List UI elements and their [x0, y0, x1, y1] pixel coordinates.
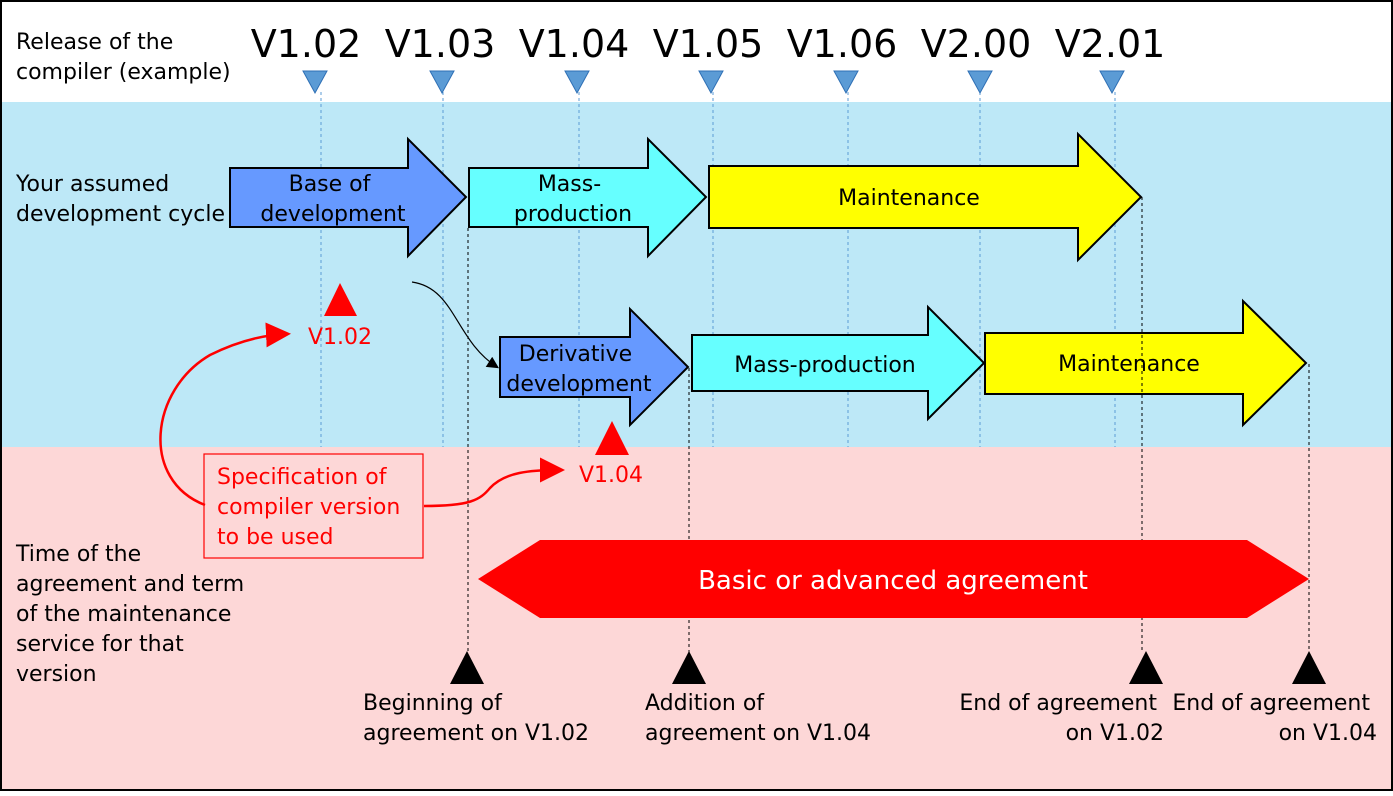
version-label: V1.05	[653, 22, 764, 66]
milestone-marker	[1129, 651, 1163, 684]
spec-box	[203, 453, 424, 559]
milestone-label-addition: Addition of agreement on V1.04	[645, 691, 871, 746]
release-marker	[698, 70, 724, 95]
mass-production-label: Mass- production	[514, 172, 632, 227]
release-marker	[833, 70, 859, 95]
derivative-mass-production-arrow	[691, 304, 986, 422]
milestone-label-end-v102: End of agreement on V1.02	[959, 691, 1164, 746]
derivative-development-arrow	[499, 306, 690, 428]
cycle-band	[0, 102, 1393, 447]
milestone-marker	[450, 651, 484, 684]
milestone-marker	[1292, 651, 1326, 684]
release-marker	[1099, 70, 1125, 95]
release-marker	[564, 70, 590, 95]
maintenance-label: Maintenance	[838, 186, 980, 211]
version-label: V2.01	[1055, 22, 1166, 66]
milestone-label-beginning: Beginning of agreement on V1.02	[363, 691, 589, 746]
base-development-label: Base of development	[260, 172, 406, 227]
spec-pointer-to-v104	[423, 457, 565, 508]
derivative-maintenance-label: Maintenance	[1058, 352, 1200, 377]
version-label: V1.03	[385, 22, 496, 66]
release-label: Release of the compiler (example)	[16, 30, 231, 85]
agreement-label: Time of the agreement and term of the ma…	[15, 542, 251, 687]
pinned-version-marker-v104	[595, 421, 629, 455]
pinned-version-label-v104: V1.04	[579, 463, 643, 488]
mass-production-arrow	[468, 136, 708, 259]
milestone-markers	[450, 651, 1326, 684]
base-development-arrow	[229, 136, 468, 259]
version-label: V2.00	[921, 22, 1032, 66]
version-label: V1.02	[251, 22, 362, 66]
version-label: V1.06	[787, 22, 898, 66]
derivative-maintenance-arrow	[984, 298, 1308, 428]
milestone-marker	[672, 651, 706, 684]
release-markers	[302, 70, 1125, 95]
derivative-development-label: Derivative development	[506, 342, 652, 397]
derivative-mass-production-label: Mass-production	[734, 353, 915, 378]
derivation-connector	[411, 281, 500, 369]
spec-pointer-to-v102	[159, 322, 291, 507]
cycle-label: Your assumed development cycle	[15, 172, 225, 227]
version-labels: V1.02 V1.03 V1.04 V1.05 V1.06 V2.00 V2.0…	[251, 22, 1166, 66]
header-band	[0, 0, 1393, 102]
release-marker	[429, 70, 455, 95]
agreement-bar	[478, 540, 1309, 618]
milestone-label-end-v104: End of agreement on V1.04	[1172, 691, 1377, 746]
maintenance-arrow	[708, 131, 1143, 263]
spec-box-text: Specification of compiler version to be …	[217, 465, 407, 550]
pinned-version-label-v102: V1.02	[308, 325, 372, 350]
agreement-bar-label: Basic or advanced agreement	[698, 566, 1088, 596]
version-label: V1.04	[519, 22, 630, 66]
release-marker	[302, 70, 328, 95]
release-marker	[967, 70, 993, 95]
pinned-version-marker-v102	[324, 283, 357, 316]
